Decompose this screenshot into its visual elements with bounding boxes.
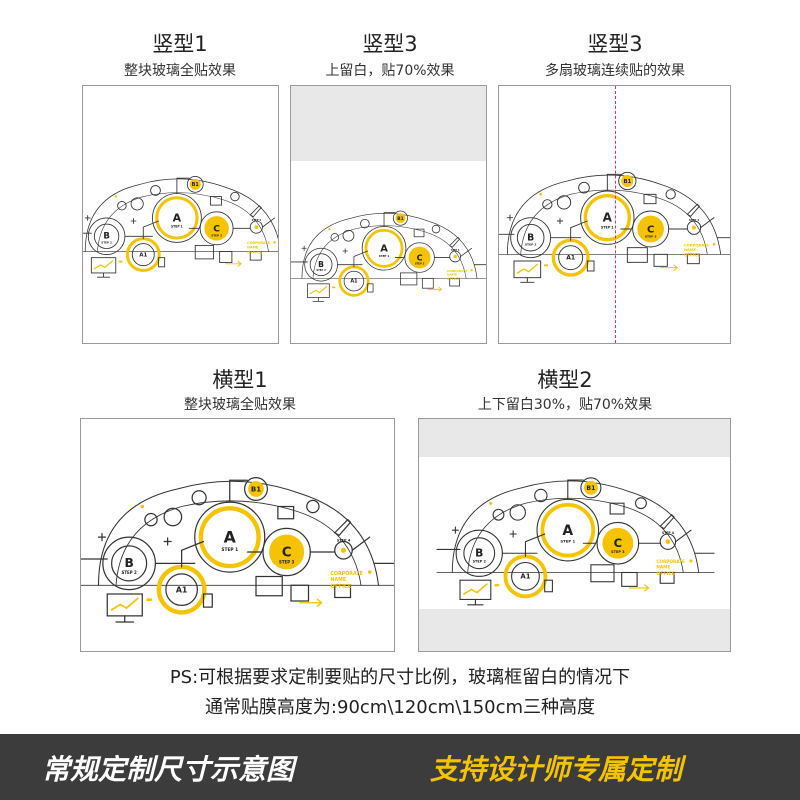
node-a1-label: A1 xyxy=(139,252,147,258)
node-step4: STEP 4 xyxy=(662,531,674,535)
node-b-label: B xyxy=(318,260,324,269)
panel-2-frame: A STEP 1 C STEP 3 B STEP 2 A1 B1 STEP 4 … xyxy=(290,85,487,344)
panel-3-frame: A STEP 1 C STEP 3 B STEP 2 A1 B1 STEP 4 … xyxy=(498,85,731,344)
panel-2-artwork: A STEP 1 C STEP 3 B STEP 2 A1 B1 STEP 4 … xyxy=(291,186,486,316)
panel-2-title: 竖型3 xyxy=(362,32,418,56)
office-text: OFFICE xyxy=(656,571,674,577)
node-c-label: C xyxy=(417,252,423,262)
panel-5-title: 横型2 xyxy=(537,368,593,392)
panel-5-frame: A STEP 1 C STEP 3 B STEP 2 A1 B1 STEP 4 … xyxy=(418,418,731,652)
node-step4: STEP 4 xyxy=(689,218,699,222)
panel-1-subtitle: 整块玻璃全贴效果 xyxy=(124,63,236,79)
node-b-step: STEP 2 xyxy=(316,268,326,272)
panel-3-title: 竖型3 xyxy=(587,32,643,56)
corporate-text-2: NAME xyxy=(447,273,457,277)
corporate-text-2: NAME xyxy=(330,577,346,583)
node-c-label: C xyxy=(647,224,654,235)
corporate-text-2: NAME xyxy=(247,246,259,250)
node-b-label: B xyxy=(124,556,133,570)
node-a1-label: A1 xyxy=(350,279,358,285)
node-b-label: B xyxy=(475,546,483,559)
panel-4-subtitle: 整块玻璃全贴效果 xyxy=(184,397,296,413)
panel-1-title: 竖型1 xyxy=(152,32,208,56)
node-b-step: STEP 2 xyxy=(525,243,537,247)
node-c-step: STEP 3 xyxy=(211,233,222,237)
node-b-label: B xyxy=(103,232,110,242)
note-line-1: PS:可根据要求定制要贴的尺寸比例，玻璃框留白的情况下 xyxy=(169,667,631,688)
panel-4-title: 横型1 xyxy=(212,368,268,392)
panel-3-seam-line xyxy=(615,86,616,343)
infographic-art: A STEP 1 C STEP 3 B STEP 2 A1 B1 STEP 4 … xyxy=(499,171,730,283)
node-a1-label: A1 xyxy=(176,585,188,594)
corporate-text-1: CORPORATE xyxy=(330,571,362,577)
node-a-step: STEP 1 xyxy=(379,254,390,258)
panel-5-subtitle: 上下留白30%，贴70%效果 xyxy=(477,397,653,413)
node-c-label: C xyxy=(213,223,220,234)
panel-3-artwork: A STEP 1 C STEP 3 B STEP 2 A1 B1 STEP 4 … xyxy=(499,141,730,301)
node-b1-label: B1 xyxy=(623,179,631,185)
panel-3-subtitle: 多扇玻璃连续贴的效果 xyxy=(545,63,685,79)
note-line-2: 通常贴膜高度为:90cm\120cm\150cm三种高度 xyxy=(204,697,596,718)
node-c-step: STEP 3 xyxy=(415,262,425,266)
node-step4: STEP 4 xyxy=(337,539,351,543)
node-a1-label: A1 xyxy=(566,255,575,262)
node-b1-label: B1 xyxy=(251,486,261,494)
footer-right-text: 支持设计师专属定制 xyxy=(430,753,683,786)
panel-5-bottom-margin xyxy=(419,609,730,651)
panel-5-top-margin xyxy=(419,419,730,457)
node-a-step: STEP 1 xyxy=(221,547,238,553)
panel-2-top-margin xyxy=(291,86,486,161)
footer-left-text: 常规定制尺寸示意图 xyxy=(42,753,295,786)
node-c-label: C xyxy=(282,545,292,560)
node-c-step: STEP 3 xyxy=(645,235,657,239)
node-c-label: C xyxy=(614,536,622,550)
node-a-step: STEP 1 xyxy=(171,225,183,229)
corporate-text-1: CORPORATE xyxy=(447,269,467,273)
panel-4-artwork: A STEP 1 C STEP 3 B STEP 2 A1 B1 STEP 4 … xyxy=(81,439,394,644)
office-text: OFFICE xyxy=(247,250,262,254)
corporate-text-1: CORPORATE xyxy=(656,559,685,564)
panel-1-frame: A STEP 1 C STEP 3 B STEP 2 A1 B1 STEP 4 … xyxy=(82,85,279,344)
node-c-step: STEP 3 xyxy=(279,559,294,564)
node-a-step: STEP 1 xyxy=(601,225,615,229)
node-b1-label: B1 xyxy=(192,182,200,188)
infographic-art: A STEP 1 C STEP 3 B STEP 2 A1 B1 STEP 4 … xyxy=(291,210,486,302)
node-b-step: STEP 2 xyxy=(473,559,487,563)
node-b1-label: B1 xyxy=(397,216,403,222)
node-a-label: A xyxy=(173,212,182,225)
corporate-text-1: CORPORATE xyxy=(684,243,709,247)
panel-5-artwork: A STEP 1 C STEP 3 B STEP 2 A1 B1 STEP 4 … xyxy=(419,457,730,611)
infographic-art: A STEP 1 C STEP 3 B STEP 2 A1 B1 STEP 4 … xyxy=(81,477,394,623)
panel-1-artwork: A STEP 1 C STEP 3 B STEP 2 A1 B1 STEP 4 … xyxy=(83,146,278,296)
node-b-step: STEP 2 xyxy=(101,241,112,245)
office-text: OFFICE xyxy=(447,277,460,281)
office-text: OFFICE xyxy=(330,584,351,590)
corporate-text-1: CORPORATE xyxy=(247,241,270,245)
node-b-step: STEP 2 xyxy=(122,570,137,575)
infographic-art: A STEP 1 C STEP 3 B STEP 2 A1 B1 STEP 4 … xyxy=(83,175,278,278)
node-step4: STEP 4 xyxy=(252,219,262,222)
panel-4-frame: A STEP 1 C STEP 3 B STEP 2 A1 B1 STEP 4 … xyxy=(80,418,395,652)
corporate-text-2: NAME xyxy=(684,248,697,252)
footer-banner: 常规定制尺寸示意图 支持设计师专属定制 xyxy=(0,734,800,800)
node-a-step: STEP 1 xyxy=(560,538,575,543)
panel-2-subtitle: 上留白，贴70%效果 xyxy=(325,63,455,79)
node-a-label: A xyxy=(562,523,573,539)
node-c-step: STEP 3 xyxy=(611,550,625,554)
infographic-art: A STEP 1 C STEP 3 B STEP 2 A1 B1 STEP 4 … xyxy=(436,477,715,606)
node-a-label: A xyxy=(380,244,388,255)
node-step4: STEP 4 xyxy=(451,249,460,252)
node-b-label: B xyxy=(527,232,534,243)
node-a-label: A xyxy=(603,211,613,225)
node-a-label: A xyxy=(224,527,237,546)
node-b1-label: B1 xyxy=(586,485,595,492)
node-a1-label: A1 xyxy=(520,573,530,581)
office-text: OFFICE xyxy=(684,252,700,257)
corporate-text-2: NAME xyxy=(656,565,670,570)
